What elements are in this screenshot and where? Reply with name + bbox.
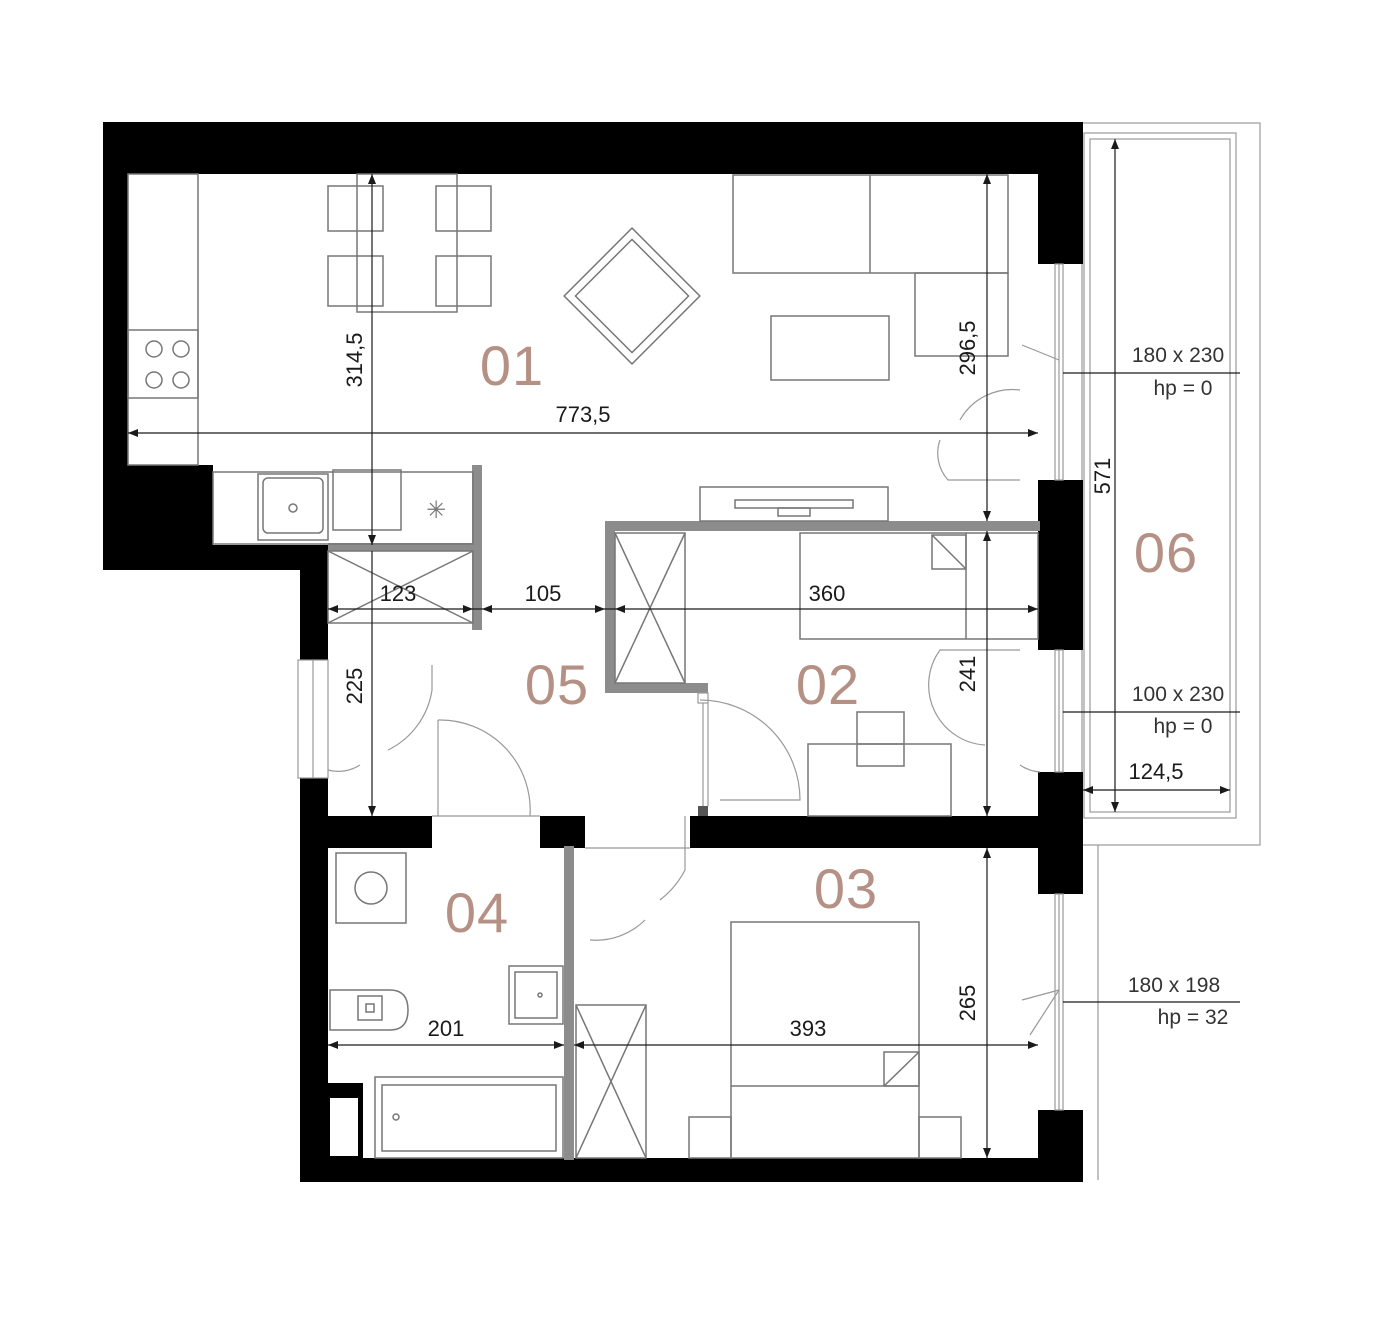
dim-room03-height: 265 [955, 985, 980, 1022]
dim-hall-height: 225 [342, 668, 367, 705]
windows [297, 263, 1064, 1111]
window-1-hp: hp = 0 [1154, 377, 1213, 400]
dim-balcony-length: 571 [1090, 458, 1115, 495]
dim-living-width: 773,5 [555, 402, 610, 427]
hall-wardrobe [327, 550, 474, 624]
dimension-lines [128, 139, 1240, 1158]
window-1-size: 180 x 230 [1132, 344, 1224, 367]
kitchen-furniture: ✳ [127, 173, 474, 545]
room03-furniture [575, 921, 962, 1159]
doors [327, 388, 1041, 941]
dim-kitchen-width: 123 [380, 581, 417, 606]
room-label-01: 01 [480, 334, 544, 397]
dim-room02-height: 241 [955, 656, 980, 693]
window-2-hp: hp = 0 [1154, 715, 1213, 738]
window-2-size: 100 x 230 [1132, 683, 1224, 706]
dim-living-height: 314,5 [342, 332, 367, 387]
room-label-05: 05 [525, 653, 589, 716]
dim-balcony-width: 124,5 [1128, 759, 1183, 784]
room-label-04: 04 [445, 881, 509, 944]
window-3-hp: hp = 32 [1158, 1006, 1229, 1029]
room-label-02: 02 [796, 653, 860, 716]
living-furniture [563, 174, 1009, 522]
dim-bath-width: 201 [428, 1016, 465, 1041]
bathroom-fixtures [329, 852, 564, 1159]
dim-living-height-right: 296,5 [955, 320, 980, 375]
partition-walls [328, 465, 1040, 1160]
room-label-06: 06 [1134, 521, 1198, 584]
balcony-outline [1081, 122, 1261, 1180]
dim-room02-width: 360 [809, 581, 846, 606]
room-label-03: 03 [814, 857, 878, 920]
svg-text:✳: ✳ [426, 496, 446, 524]
dining-set [327, 173, 492, 313]
window-3-size: 180 x 198 [1128, 974, 1220, 997]
dim-corridor-width: 105 [525, 581, 562, 606]
dim-room03-width: 393 [790, 1016, 827, 1041]
structural-walls [103, 122, 1083, 1182]
room02-furniture [614, 532, 1039, 817]
